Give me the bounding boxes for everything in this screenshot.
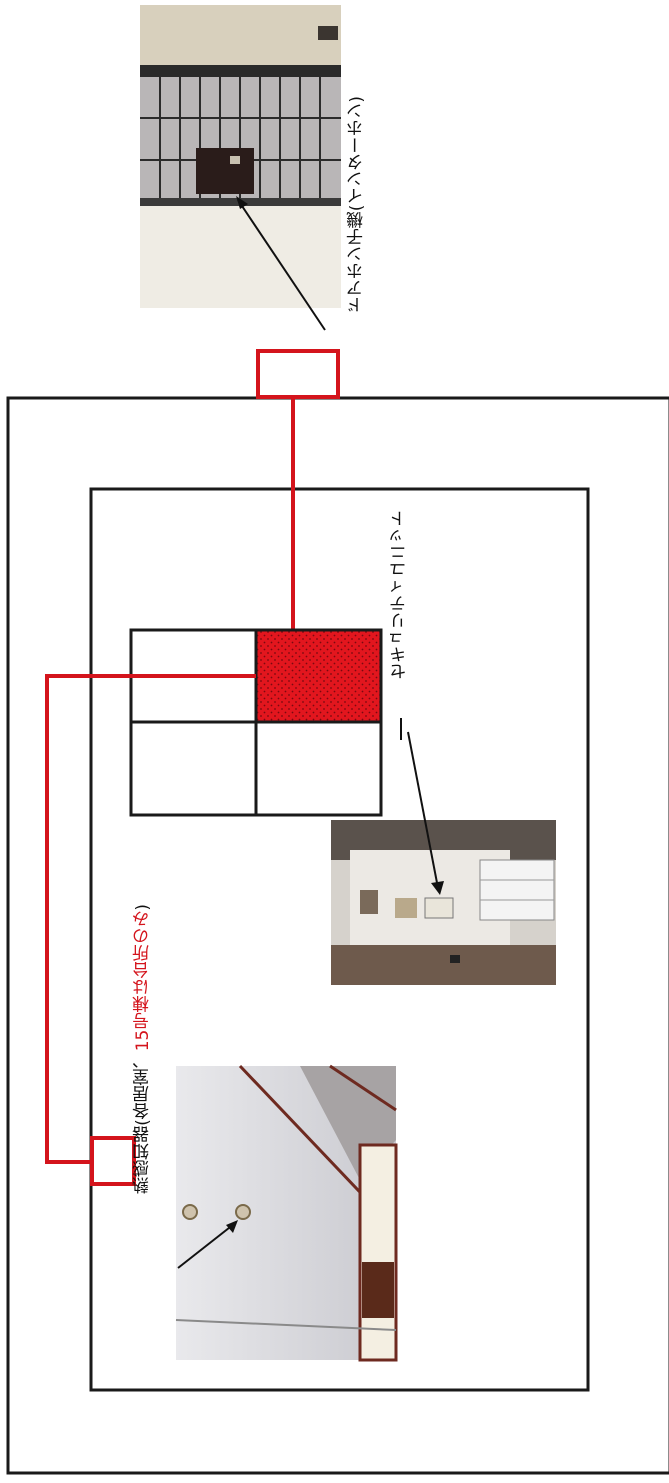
connection-line-detector — [45, 674, 256, 1164]
security-panel — [129, 628, 383, 817]
heat-detector-label-close: ) — [133, 904, 153, 911]
intercom-label: ドアホン子機(インターホン) — [347, 96, 367, 314]
heat-detector-label: 熱感知器(各居室、15号棟は台所のみ) — [133, 904, 153, 1194]
heat-detector-label-main: 熱感知器(各居室、 — [133, 1051, 153, 1194]
heat-detector-note: 15号棟は台所のみ — [133, 910, 153, 1052]
security-unit-label: セキュリティユニット — [390, 510, 410, 680]
inner-frame — [89, 487, 590, 1392]
detector-marker — [90, 1136, 136, 1186]
security-unit-photo — [331, 731, 556, 985]
heat-detector-device — [182, 1204, 198, 1220]
intercom-photo — [140, 5, 341, 331]
heat-detector-photo — [175, 1064, 398, 1362]
intercom-device — [196, 148, 254, 194]
intercom-marker — [256, 349, 340, 399]
